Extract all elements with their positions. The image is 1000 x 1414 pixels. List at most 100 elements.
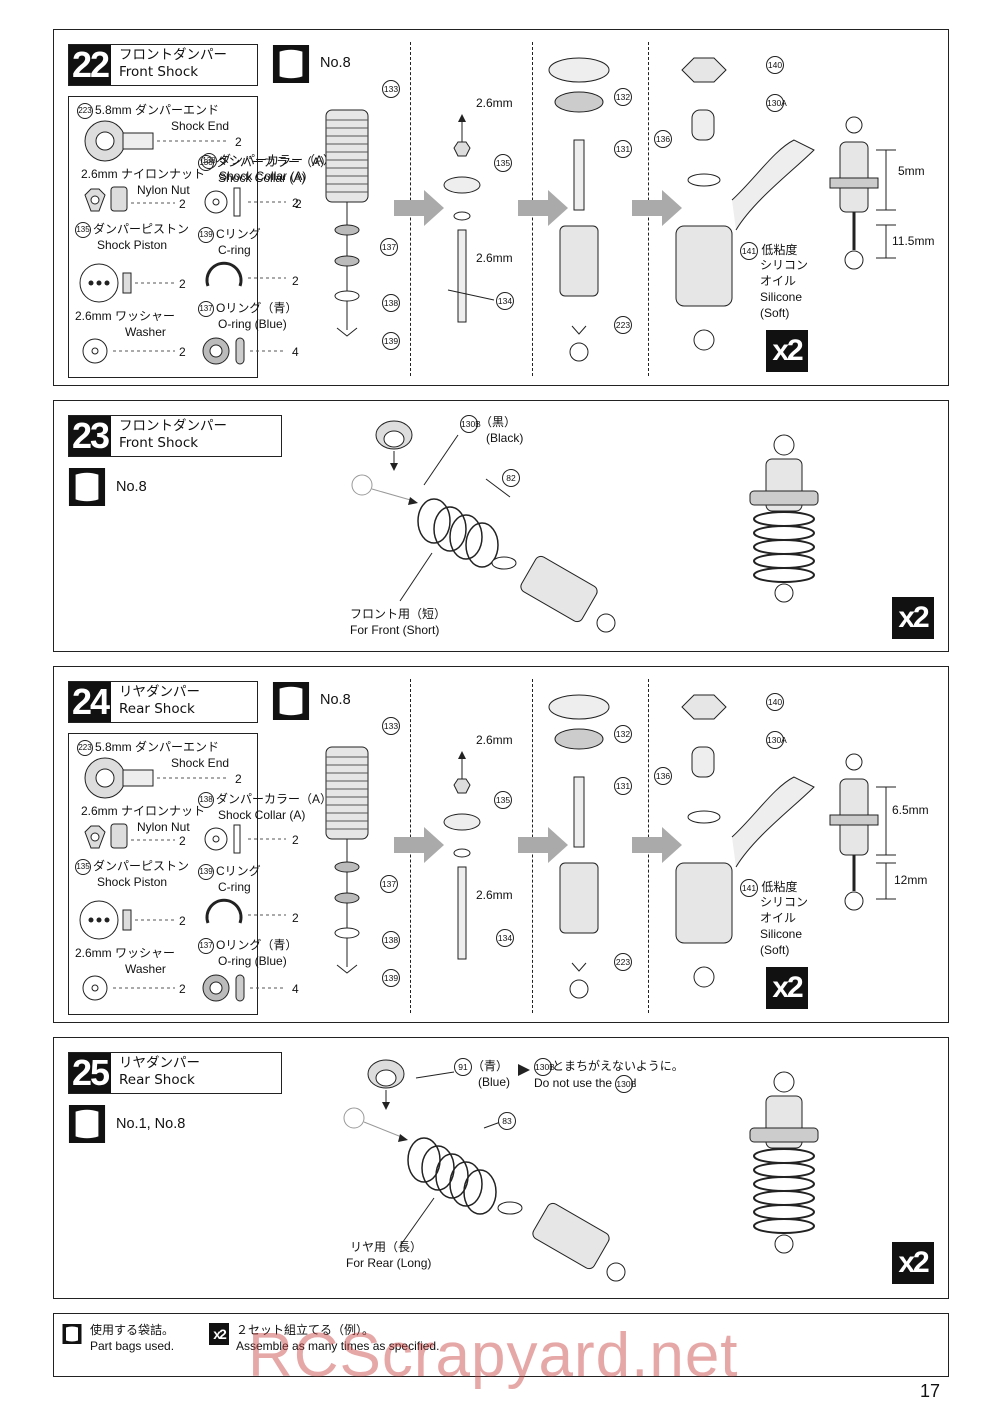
part-qty: 2 xyxy=(179,345,186,359)
callout-badge: 140 xyxy=(766,56,784,74)
callout-badge: 82 xyxy=(502,469,520,487)
part-number-badge: 139 xyxy=(198,864,214,880)
oil-label-jp: オイル xyxy=(760,911,797,925)
part-name-en: C-ring xyxy=(218,243,251,257)
part-name-jp: ダンパーピストン xyxy=(93,859,190,874)
step-title-en: Front Shock xyxy=(119,435,199,451)
callout-badge: 135 xyxy=(494,154,512,172)
part-number-badge: 139 xyxy=(198,227,214,243)
oil-label-jp: シリコン xyxy=(760,258,809,272)
length-label: 11.5mm xyxy=(892,234,935,248)
bag-label: No.8 xyxy=(320,692,351,708)
callout-badge: 91 xyxy=(454,1058,472,1076)
callout-badge: 130B xyxy=(534,1058,555,1076)
part-name-jp: Cリング xyxy=(216,864,261,879)
oil-label-en: Silicone xyxy=(760,927,803,941)
spring-label-en: For Front (Short) xyxy=(350,623,440,637)
legend-bag-en: Part bags used. xyxy=(90,1339,175,1353)
bag-label: No.8 xyxy=(116,479,147,495)
part-name-en: Nylon Nut xyxy=(137,820,190,834)
callout-badge: 130B xyxy=(615,1075,636,1093)
part-qty: 2 xyxy=(179,197,186,211)
color-label-jp: （黒） xyxy=(480,415,517,429)
bag-icon xyxy=(68,468,106,506)
length-label: 12mm xyxy=(894,873,928,887)
washer-icon xyxy=(82,338,175,364)
oil-label-jp: シリコン xyxy=(760,895,809,909)
bag-icon xyxy=(272,682,310,720)
oil-label-jp: 低粘度 xyxy=(761,243,798,257)
step-title-en: Rear Shock xyxy=(119,701,195,717)
step-title-jp: フロントダンパー xyxy=(119,47,227,63)
part-name-jp: Oリング（青） xyxy=(216,938,298,953)
step-24-assembly-drawing xyxy=(325,694,896,999)
callout-badge: 141 xyxy=(740,879,758,897)
part-name-en: Shock End xyxy=(171,119,230,133)
step-title-en: Front Shock xyxy=(119,64,199,80)
step-number: 22 xyxy=(69,44,111,85)
dimension-label: 2.6mm xyxy=(476,888,513,902)
callout-badge: 139 xyxy=(382,969,400,987)
color-label-en: (Black) xyxy=(486,431,524,445)
part-name-en: O-ring (Blue) xyxy=(218,317,287,331)
washer-icon xyxy=(82,975,175,1001)
part-qty: 2 xyxy=(179,834,186,848)
callout-badge: 137 xyxy=(380,875,398,893)
callout-badge: 131 xyxy=(614,140,632,158)
part-name-jp: 2.6mm ワッシャー xyxy=(75,946,176,960)
length-label: 6.5mm xyxy=(892,803,929,817)
oil-label-en: (Soft) xyxy=(760,306,790,320)
spring-label-en: For Rear (Long) xyxy=(346,1256,432,1270)
callout-badge: 139 xyxy=(382,332,400,350)
shock-piston-icon xyxy=(79,900,175,940)
part-qty: 2 xyxy=(179,982,186,996)
multiplier-badge: x2 xyxy=(766,967,808,1009)
color-label-jp: （青） xyxy=(472,1059,509,1073)
step-title-jp: フロントダンパー xyxy=(119,418,227,434)
oil-label-jp: オイル xyxy=(760,274,797,288)
callout-badge: 141 xyxy=(740,242,758,260)
bag-label: No.1, No.8 xyxy=(116,1116,186,1132)
callout-badge: 133 xyxy=(382,80,400,98)
multiplier-badge: x2 xyxy=(892,597,934,639)
legend-x2-jp: ２セット組立てる（例）。 xyxy=(236,1323,375,1337)
part-qty: 4 xyxy=(292,345,299,359)
part-number-badge: 138 xyxy=(198,792,214,808)
legend-x2-en: Assemble as many times as specified. xyxy=(236,1339,440,1353)
part-number-badge: 135 xyxy=(75,859,91,875)
callout-badge: 130A xyxy=(766,94,787,112)
part-name-jp: ダンパーカラー（A） xyxy=(216,792,333,807)
bag-label: No.8 xyxy=(320,55,351,71)
part-qty: 2 xyxy=(235,135,242,149)
warning-en-end: ! xyxy=(633,1076,637,1090)
watermark: RCScrapyard.net xyxy=(248,1321,739,1390)
shock-end-icon xyxy=(84,757,229,799)
legend-box: 使用する袋詰。 Part bags used. x2 ２セット組立てる（例）。 … xyxy=(53,1313,949,1377)
oil-label-en: Silicone xyxy=(760,290,803,304)
part-name-en: O-ring (Blue) xyxy=(218,954,287,968)
bag-icon xyxy=(272,45,310,83)
part-qty: 2 xyxy=(179,277,186,291)
part-name-en: Shock Collar (A) xyxy=(219,169,307,183)
page-number: 17 xyxy=(919,1381,940,1401)
part-qty: 2 xyxy=(292,196,299,210)
oil-label-jp: 低粘度 xyxy=(761,880,798,894)
part-qty: 2 xyxy=(292,274,299,288)
warning-jp: とまちがえないように。 xyxy=(552,1059,684,1073)
warning-en: Do not use the xyxy=(534,1076,613,1090)
bag-icon xyxy=(68,1105,106,1143)
part-number-badge: 138 xyxy=(198,155,214,171)
length-label: 5mm xyxy=(898,164,925,178)
part-name-jp: ダンパーカラー（A） xyxy=(219,153,336,168)
callout-badge: 137 xyxy=(380,238,398,256)
part-name-jp: 5.8mm ダンパーエンド xyxy=(95,103,220,118)
part-name-en: Washer xyxy=(125,962,166,976)
callout-badge: 135 xyxy=(494,791,512,809)
